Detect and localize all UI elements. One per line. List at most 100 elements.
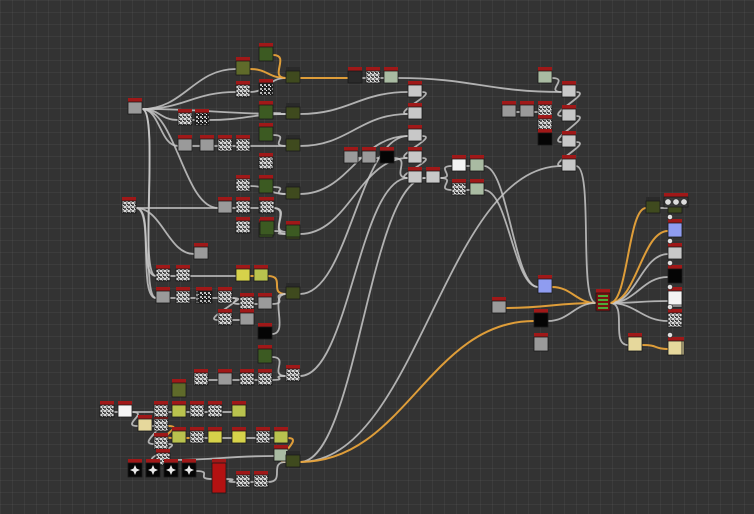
node-thumbnail[interactable] <box>343 150 359 164</box>
node-header[interactable] <box>259 123 273 127</box>
node-header[interactable] <box>260 217 274 221</box>
node-header[interactable] <box>232 427 246 431</box>
node-header[interactable] <box>668 287 682 291</box>
node-header[interactable] <box>380 147 394 151</box>
graph-node-n_b_n[interactable] <box>231 427 247 444</box>
node-header[interactable] <box>154 433 168 437</box>
node-header[interactable] <box>286 67 300 71</box>
node-header[interactable] <box>470 155 484 159</box>
graph-node-n_b_f[interactable] <box>153 401 169 418</box>
graph-node-n_l3_k[interactable] <box>257 293 273 310</box>
graph-node-n_l3_c[interactable] <box>235 265 251 282</box>
node-thumbnail[interactable] <box>153 418 169 432</box>
node-header[interactable] <box>286 183 300 187</box>
node-thumbnail[interactable] <box>217 290 233 304</box>
node-thumbnail[interactable] <box>207 430 223 444</box>
node-header[interactable] <box>668 219 682 223</box>
node-header[interactable] <box>240 309 254 313</box>
connection-n_hub-to-n_hub_out_a[interactable] <box>609 302 629 346</box>
graph-node-n_l2_c[interactable] <box>259 197 275 214</box>
graph-node-n_tr_c[interactable] <box>561 105 577 122</box>
node-header[interactable] <box>502 101 516 105</box>
connection-n_r1_b-to-n_bl2[interactable] <box>208 113 287 121</box>
node-thumbnail[interactable] <box>645 200 661 214</box>
graph-node-n_mid_d[interactable] <box>407 147 423 164</box>
node-header[interactable] <box>218 309 232 313</box>
node-thumbnail[interactable] <box>211 462 227 494</box>
node-thumbnail[interactable] <box>361 150 377 164</box>
node-thumbnail[interactable] <box>285 70 301 84</box>
connection-n_b_d-to-n_b_l[interactable] <box>165 425 175 439</box>
graph-node-n_o_white[interactable] <box>667 287 683 306</box>
connection-n_tr_c-to-n_tr_d[interactable] <box>557 115 581 143</box>
connection-n_src_a-to-n_l2_a[interactable] <box>141 108 219 209</box>
node-thumbnail[interactable] <box>667 340 683 356</box>
graph-node-n_bot_b[interactable] <box>235 471 251 488</box>
graph-node-n_c1_f[interactable] <box>258 153 274 170</box>
connection-n_c1_top-to-n_bl1[interactable] <box>272 54 287 79</box>
node-thumbnail[interactable] <box>171 430 187 444</box>
node-thumbnail[interactable] <box>127 101 143 115</box>
node-thumbnail[interactable] <box>171 404 187 418</box>
connection-n_bot_c-to-n_bot_merge[interactable] <box>267 461 287 483</box>
connection-n_bot_merge-to-n_mid_f[interactable] <box>299 177 427 463</box>
node-header[interactable] <box>236 471 250 475</box>
graph-node-n_star2[interactable] <box>145 459 161 478</box>
node-thumbnail[interactable] <box>255 430 271 444</box>
node-header[interactable] <box>534 309 548 313</box>
node-layer[interactable] <box>99 43 689 494</box>
connection-n_l3_p-to-n_l4_e[interactable] <box>271 356 287 377</box>
node-header[interactable] <box>236 135 250 139</box>
node-header[interactable] <box>596 289 610 293</box>
node-header[interactable] <box>286 451 300 455</box>
node-thumbnail[interactable] <box>285 368 301 382</box>
node-header[interactable] <box>452 155 466 159</box>
output-port-icon[interactable] <box>667 304 673 310</box>
node-thumbnail[interactable] <box>469 182 485 196</box>
graph-node-n_bl4[interactable] <box>285 183 301 200</box>
node-header[interactable] <box>408 103 422 107</box>
graph-node-n_bot_red[interactable] <box>211 459 227 494</box>
node-header[interactable] <box>100 401 114 405</box>
node-thumbnail[interactable] <box>259 220 275 236</box>
graph-node-n_b_c[interactable] <box>137 415 153 432</box>
graph-node-n_c1_top[interactable] <box>258 43 274 62</box>
graph-node-n_top_c[interactable] <box>383 67 399 84</box>
node-thumbnail[interactable] <box>285 186 301 200</box>
node-thumbnail[interactable] <box>235 60 251 76</box>
node-thumbnail[interactable] <box>285 286 301 300</box>
node-header[interactable] <box>562 105 576 109</box>
output-port-icon[interactable] <box>667 332 673 338</box>
node-header[interactable] <box>258 345 272 349</box>
graph-node-n_tr2_c[interactable] <box>537 101 553 118</box>
node-thumbnail[interactable] <box>257 348 273 364</box>
node-thumbnail[interactable] <box>153 404 169 418</box>
graph-node-n_b_p[interactable] <box>273 427 289 444</box>
graph-node-n_l3_j[interactable] <box>239 293 255 310</box>
node-thumbnail[interactable] <box>667 290 683 306</box>
node-thumbnail[interactable] <box>193 246 209 260</box>
node-thumbnail[interactable] <box>491 300 507 314</box>
node-thumbnail[interactable] <box>175 268 191 282</box>
node-header[interactable] <box>156 449 170 453</box>
connection-n_hub-to-n_o_blue[interactable] <box>609 230 669 304</box>
connection-n_w_c-to-n_blue[interactable] <box>483 165 539 288</box>
node-header[interactable] <box>172 427 186 431</box>
hub-output-slot[interactable] <box>598 307 608 309</box>
connection-n_hub-to-n_o_top_a[interactable] <box>609 207 647 304</box>
node-thumbnail[interactable] <box>189 404 205 418</box>
node-thumbnail[interactable] <box>253 474 269 488</box>
graph-node-n_b_j[interactable] <box>207 401 223 418</box>
node-header[interactable] <box>408 167 422 171</box>
node-thumbnail[interactable] <box>155 290 171 304</box>
graph-node-n_c1_g[interactable] <box>235 175 251 192</box>
node-thumbnail[interactable] <box>627 336 643 352</box>
connection-n_tr_a-to-n_tr_b[interactable] <box>551 77 563 93</box>
node-thumbnail[interactable] <box>667 222 683 238</box>
graph-node-n_tr_a[interactable] <box>537 67 553 84</box>
node-header[interactable] <box>236 57 250 61</box>
node-thumbnail[interactable] <box>177 138 193 152</box>
node-header[interactable] <box>286 283 300 287</box>
graph-node-n_l4_b[interactable] <box>217 369 233 386</box>
graph-node-n_l2_src[interactable] <box>121 197 137 214</box>
